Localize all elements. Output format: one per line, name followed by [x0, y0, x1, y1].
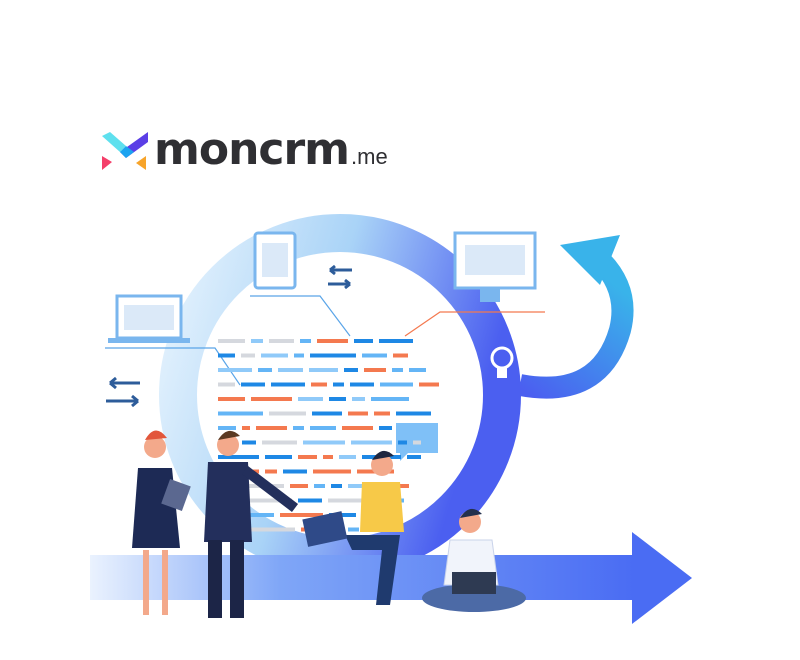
code-line-segment [218, 455, 259, 459]
code-line-segment [348, 484, 363, 488]
code-line-segment [396, 411, 431, 416]
code-line-segment [271, 382, 305, 387]
person-woman-tablet [132, 430, 191, 615]
code-line-segment [300, 339, 311, 343]
code-line-segment [364, 368, 386, 372]
code-line-segment [328, 498, 371, 503]
logo-domain-suffix: .me [351, 144, 388, 169]
code-line-segment [413, 440, 421, 445]
code-line-segment [311, 382, 327, 387]
code-line-segment [262, 440, 297, 445]
lightbulb-icon [490, 346, 514, 378]
code-line-segment [339, 455, 356, 459]
code-line-segment [329, 513, 356, 517]
code-line-segment [218, 353, 235, 358]
code-line-segment [278, 368, 303, 372]
code-line-segment [294, 353, 304, 358]
code-line-segment [298, 455, 317, 459]
code-line-segment [379, 426, 392, 430]
transfer-arrows-icon [106, 264, 352, 408]
code-line-segment [280, 513, 323, 517]
code-line-segment [348, 527, 359, 532]
code-line-segment [331, 484, 342, 488]
code-line-segment [265, 455, 292, 459]
code-line-segment [256, 426, 287, 430]
code-line-segment [298, 397, 323, 401]
code-line-segment [392, 368, 403, 372]
code-line-segment [419, 382, 439, 387]
code-line-segment [218, 411, 263, 416]
code-line-segment [354, 339, 373, 343]
code-line-segment [374, 411, 390, 416]
code-line-segment [290, 484, 308, 488]
code-line-segment [312, 411, 342, 416]
code-line-segment [298, 498, 322, 503]
code-line-segment [323, 455, 333, 459]
code-line-segment [251, 397, 292, 401]
code-line-segment [265, 469, 277, 474]
code-line-segment [398, 440, 407, 445]
laptop-icon [108, 294, 190, 343]
code-line-segment [283, 469, 307, 474]
code-line-segment [241, 353, 255, 358]
curved-arrow-icon [517, 252, 634, 399]
brand-logo: moncrm .me [102, 128, 388, 172]
person-man-pointing [204, 430, 299, 618]
code-line-segment [350, 382, 374, 387]
code-line-segment [310, 353, 356, 358]
code-line-segment [218, 426, 236, 430]
code-line-segment [248, 513, 274, 517]
code-line-segment [269, 339, 294, 343]
code-line-segment [342, 426, 373, 430]
logo-wordmark: moncrm [154, 124, 350, 175]
code-line-segment [241, 382, 265, 387]
code-line-segment [303, 440, 345, 445]
code-line-segment [261, 353, 288, 358]
person-sitting-laptop [302, 450, 404, 605]
code-line-segment [344, 368, 358, 372]
code-line-segment [293, 426, 304, 430]
forward-arrow-icon [632, 532, 692, 624]
code-line-segment [218, 397, 245, 401]
monitor-icon [453, 231, 537, 302]
code-line-segment [352, 397, 365, 401]
code-line-segment [218, 368, 252, 372]
code-line-segment [329, 397, 346, 401]
person-cross-legged [422, 508, 526, 612]
code-line-segment [371, 397, 409, 401]
code-line-segment [409, 368, 426, 372]
code-line-segment [380, 382, 413, 387]
code-line-segment [313, 469, 351, 474]
code-line-segment [248, 498, 292, 503]
code-line-segment [362, 353, 387, 358]
code-line-segment [251, 339, 263, 343]
code-line-segment [393, 353, 408, 358]
code-line-segment [310, 426, 336, 430]
code-line-segment [317, 339, 348, 343]
code-line-segment [258, 368, 272, 372]
code-line-segment [218, 339, 245, 343]
code-line-segment [248, 527, 295, 532]
code-line-segment [242, 440, 256, 445]
logo-mark-icon [102, 132, 148, 170]
code-line-segment [379, 339, 413, 343]
code-line-segment [407, 455, 421, 459]
code-line-segment [351, 440, 392, 445]
code-line-segment [314, 484, 325, 488]
code-line-segment [309, 368, 338, 372]
code-line-segment [269, 411, 306, 416]
tablet-icon [253, 231, 297, 290]
code-line-segment [348, 411, 368, 416]
code-line-segment [333, 382, 344, 387]
code-line-segment [218, 382, 235, 387]
code-line-segment [242, 426, 250, 430]
